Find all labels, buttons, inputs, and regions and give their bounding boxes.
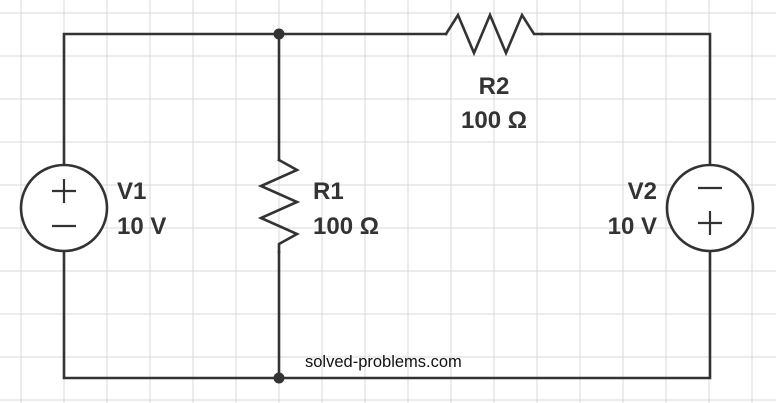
resistor-r2 <box>444 11 544 57</box>
r1-name-label: R1 <box>313 178 344 205</box>
v2-name-label: V2 <box>628 178 657 205</box>
v1-name-label: V1 <box>117 178 146 205</box>
v1-circle <box>19 163 109 253</box>
resistor-r1 <box>257 158 301 254</box>
r2-name-label: R2 <box>479 73 510 100</box>
wires <box>62 32 712 380</box>
junction-node-top <box>273 28 285 40</box>
r2-value-label: 100 Ω <box>461 107 527 134</box>
bottom-wire <box>62 249 712 380</box>
r1-value-label: 100 Ω <box>313 213 379 240</box>
v2-value-label: 10 V <box>608 213 657 240</box>
junction-node-bottom <box>273 372 285 384</box>
top-left-wire <box>62 32 448 167</box>
top-right-wire <box>540 32 712 167</box>
watermark-text: solved-problems.com <box>305 353 462 371</box>
v1-value-label: 10 V <box>117 213 166 240</box>
voltage-source-v2 <box>665 163 755 253</box>
voltage-source-v1 <box>19 163 109 253</box>
v2-circle <box>665 163 755 253</box>
